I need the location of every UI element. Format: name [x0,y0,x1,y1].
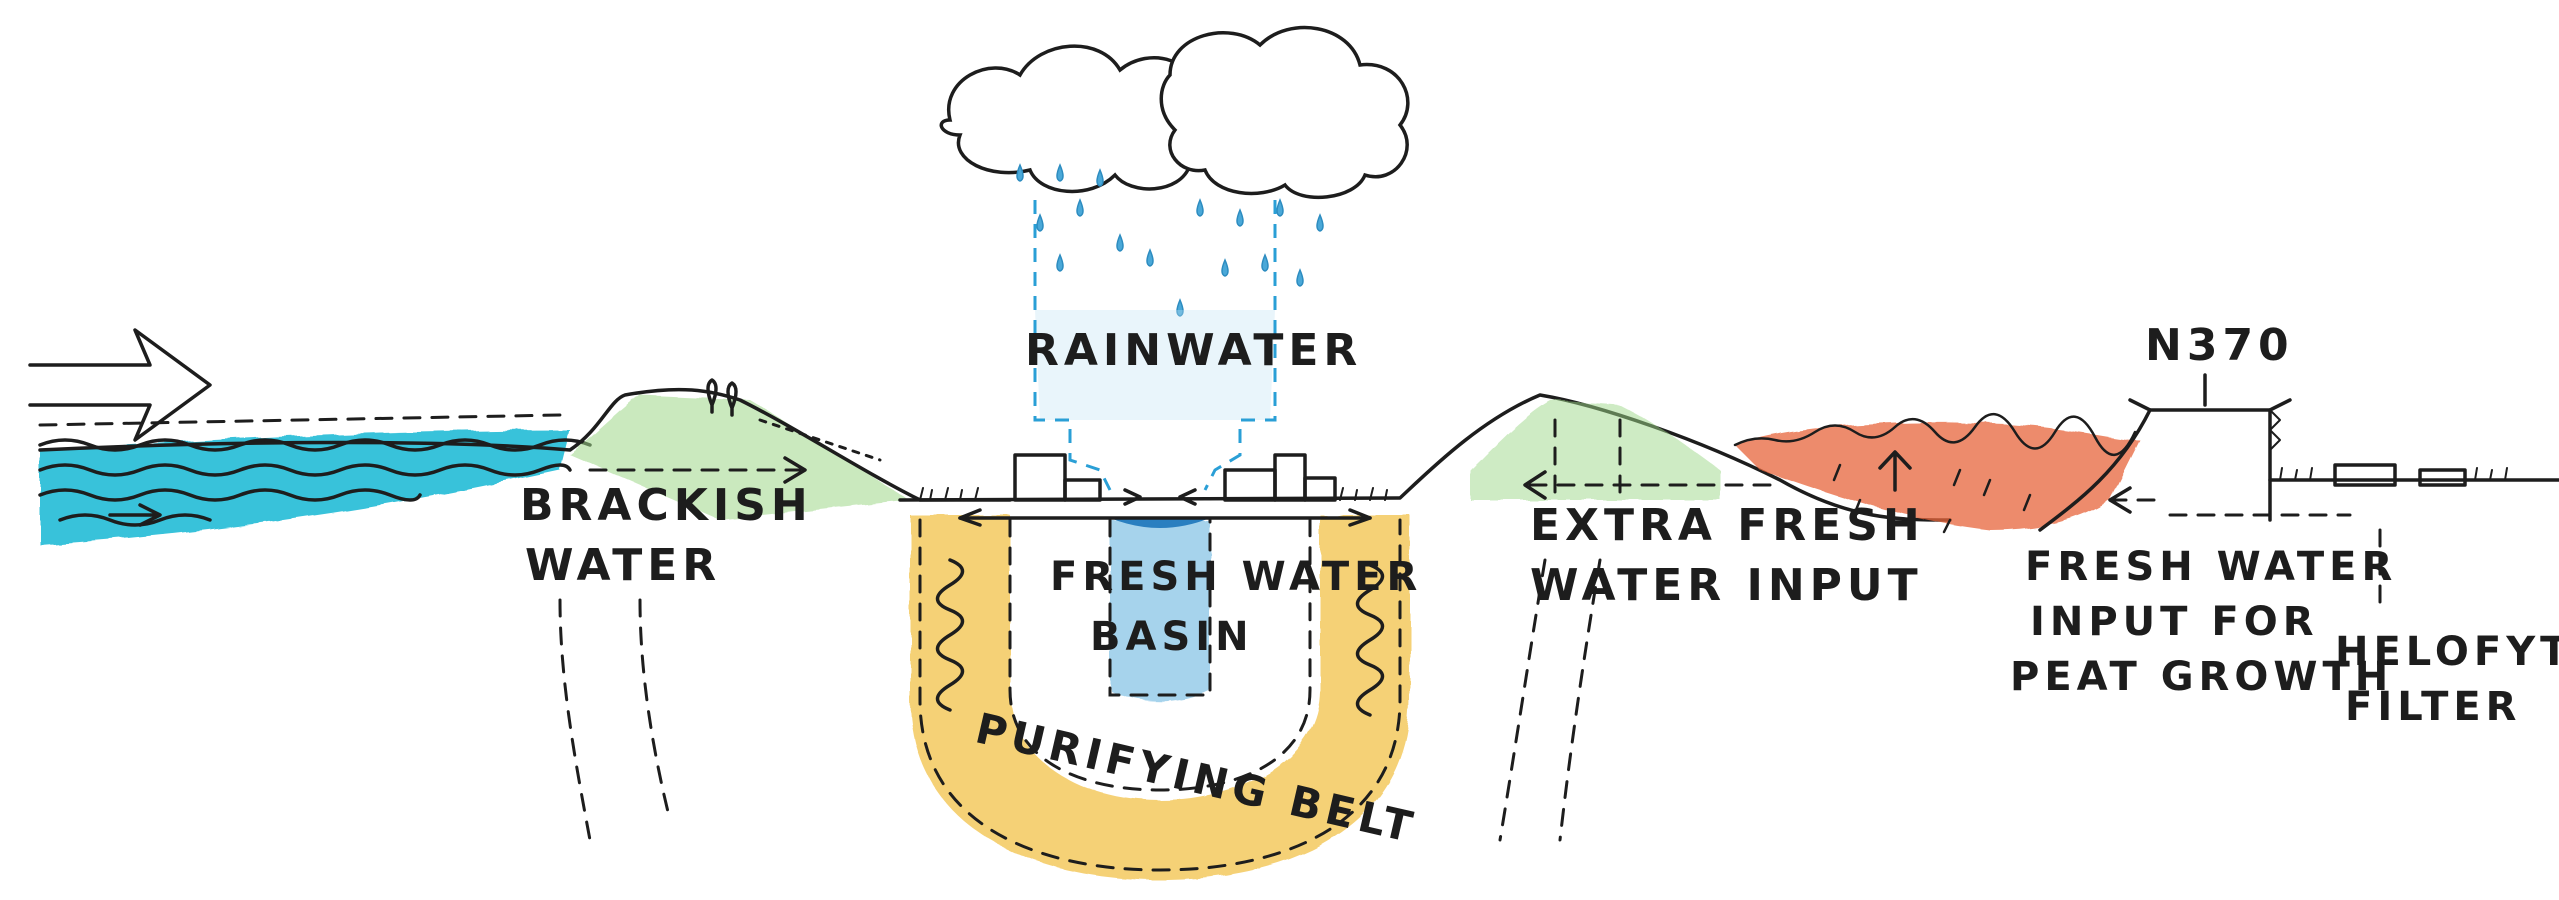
wave-coil-icon [935,558,1385,717]
raindrop-icon [1016,163,1324,317]
label-peat-1: FRESH WATER [2025,544,2397,590]
road-embankment [2038,373,2352,532]
label-fresh-basin-2: BASIN [1090,614,1254,660]
label-brackish-2: WATER [525,540,721,591]
label-road: N370 [2145,320,2294,371]
label-extra-fresh-2: WATER INPUT [1530,560,1923,611]
label-rainwater: RAINWATER [1025,325,1362,376]
label-helofyte-2: FILTER [2345,684,2521,730]
grass-tufts [919,487,1388,501]
building-icon [1013,453,1337,502]
flow-arrow-icon [28,328,212,442]
tree-icon [706,378,738,417]
sea-water [38,413,592,545]
label-helofyte-1: HELOFYTE [2335,629,2559,675]
label-peat-2: INPUT FOR [2030,599,2319,645]
purifying-belt [910,515,1410,880]
rain-channel [1033,200,1277,506]
helofyte-filter [2268,463,2559,612]
fresh-water-basin [958,508,1372,702]
small-flow-arrow-icon [108,503,162,527]
label-extra-fresh-1: EXTRA FRESH [1530,500,1925,551]
label-fresh-basin-1: FRESH WATER [1050,554,1422,600]
label-brackish-1: BRACKISH [520,480,813,531]
left-dike [38,378,1012,520]
peat-area [1733,413,2162,534]
label-peat-3: PEAT GROWTH [2010,654,2393,700]
cloud-icon [939,25,1410,199]
left-dike-roots [558,598,672,842]
right-dike [1470,400,1782,842]
